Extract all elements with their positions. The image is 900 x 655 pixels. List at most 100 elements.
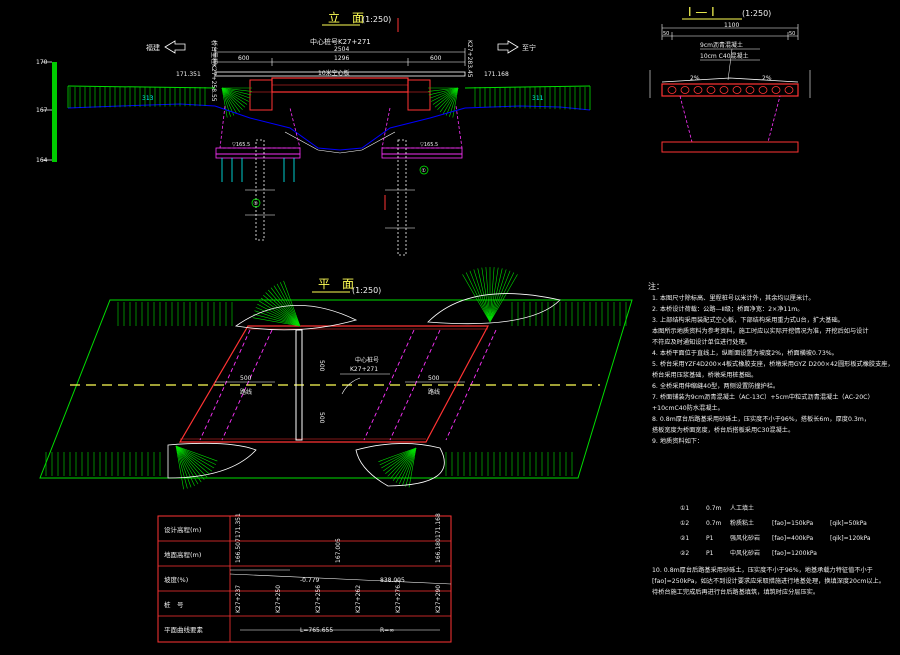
- section-width: 1100: [724, 22, 739, 29]
- riverbed-line: [284, 131, 396, 154]
- note-line: 桥台采用压浆基础，桥墩采用桩基础。: [652, 371, 757, 379]
- svg-text:▽165.5: ▽165.5: [232, 142, 250, 148]
- svg-text:▽165.5: ▽165.5: [420, 142, 438, 148]
- table-cell: L=765.655: [300, 627, 333, 634]
- right-stake-label: K27+283.45: [466, 40, 473, 78]
- borehole-right: ①: [385, 139, 429, 256]
- left-side-num: 313: [142, 95, 154, 102]
- note-line: 4. 本桥平面位于直线上，纵断面设置为坡度2%，桥面横坡0.73%。: [652, 349, 838, 357]
- table-cell: K27+250: [275, 585, 282, 613]
- svg-text:福建: 福建: [146, 43, 160, 52]
- plan-dim-b: 500: [428, 375, 440, 382]
- plan-scale: (1:250): [352, 286, 381, 295]
- section-title: I — I: [688, 5, 715, 19]
- direction-arrow-left: 福建: [146, 40, 186, 54]
- notes-header: 注：: [648, 281, 664, 291]
- ground-profile: [214, 105, 466, 151]
- geo-mark: ①1: [680, 505, 689, 512]
- plan-cone-top-left: [252, 280, 301, 327]
- plan-dim-a: 500: [240, 375, 252, 382]
- table-row-label: 设计高程(m): [164, 525, 201, 534]
- note-line: 搭板宽度为桥面宽度，桥台后搭板采用C30混凝土。: [652, 426, 794, 434]
- geo-name: 0.7m: [706, 520, 722, 527]
- geo-val1: [fao]=150kPa: [772, 520, 813, 527]
- note-line: [fao]=250kPa，如达不到设计要求应采取措施进行地基处理，换填深度20c…: [652, 577, 885, 585]
- note-line: 1. 本图尺寸除标高、里程桩号以米计外，其余均以厘米计。: [652, 294, 815, 302]
- note-line: 3. 上部结构采用装配式空心板，下部结构采用重力式U台，扩大基础。: [652, 316, 844, 324]
- svg-text:至宁: 至宁: [522, 43, 536, 52]
- direction-arrow-right: 至宁: [497, 40, 536, 54]
- table-row-label: 坡度(%): [164, 575, 188, 584]
- right-hatch: [474, 87, 586, 110]
- abutment-foundation-left: ▽165.5: [215, 105, 301, 159]
- geo-val1: [fao]=1200kPa: [772, 550, 817, 557]
- pavement-note-b: 10cm C40混凝土: [700, 52, 749, 60]
- geo-val1: [fao]=400kPa: [772, 535, 813, 542]
- geo-val2: [qik]=50kPa: [830, 520, 867, 527]
- table-cell: -0.779: [300, 577, 320, 584]
- note-line: 10. 0.8m厚台后路基采用砂砾土，压实度不小于96%，地基承载力特征值不小于: [652, 566, 873, 574]
- note-line: 8. 0.8m厚台后路基采用砂砾土，压实度不小于96%，搭板长6m，厚度0.3m…: [652, 415, 870, 423]
- slab-label: 10米空心板: [318, 69, 350, 77]
- dim-mid: 1296: [334, 55, 349, 62]
- right-side-num: 311: [532, 95, 544, 102]
- note-line: 7. 桥面铺装为9cm沥青混凝土（AC-13C）+5cm中粒式沥青混凝土（AC-…: [652, 393, 874, 401]
- scale-label-mid: 167: [36, 107, 48, 114]
- table-cell: K27+276.2: [395, 579, 402, 613]
- slope-right: 2%: [762, 75, 772, 82]
- geo-name: P1: [706, 535, 714, 542]
- left-stake-label: 桥台里程K27+258.55: [210, 40, 218, 102]
- left-elev: 171.351: [176, 71, 201, 78]
- geo-name: 0.7m: [706, 505, 722, 512]
- plan-abutment-lines: [199, 329, 497, 441]
- total-span-dim: 2504: [334, 46, 349, 53]
- left-piles: [221, 158, 295, 182]
- elevation-title: 立 面: [328, 10, 364, 25]
- geo-name: P1: [706, 550, 714, 557]
- plan-title: 平 面: [318, 277, 354, 291]
- note-line: 6. 全桥采用伸缩缝40型，两侧设置防撞护栏。: [652, 382, 779, 390]
- right-cone-fan: [428, 87, 459, 118]
- plan-center-station: K27+271: [350, 366, 378, 373]
- table-row-label: 桩 号: [164, 600, 184, 609]
- left-cone-fan: [221, 87, 252, 118]
- abutment-foundation-right: ▽165.5: [381, 105, 463, 159]
- table-cell: K27+290: [435, 585, 442, 613]
- table-cell: 171.351: [235, 513, 242, 538]
- notes-block: 注： 1. 本图尺寸除标高、里程桩号以米计外，其余均以厘米计。2. 本桥设计荷载…: [648, 281, 894, 596]
- table-cell: 838.005: [380, 577, 405, 584]
- table-cell: 166.507: [235, 538, 242, 563]
- geo-mark: ②2: [680, 550, 689, 557]
- geo-desc: 中风化砂岩: [730, 549, 760, 557]
- note-line: 待桥台施工完成后再进行台后路基填筑，填筑时应分层压实。: [652, 588, 819, 596]
- pavement-note-a: 9cm沥青混凝土: [700, 41, 743, 49]
- table-cell: K27+237: [235, 585, 242, 613]
- bridge-deck: 10米空心板: [214, 69, 466, 111]
- note-line: 不符应及时通知设计单位进行处理。: [652, 338, 751, 346]
- plan-cone-bottom-left: [175, 445, 218, 490]
- geo-val2: [qik]=120kPa: [830, 535, 871, 542]
- elevation-scale: (1:250): [362, 15, 391, 24]
- geo-mark: ②1: [680, 535, 689, 542]
- section-slab: [661, 83, 799, 97]
- section-dim-right: 50: [789, 31, 795, 37]
- center-station-label: 中心桩号K27+271: [310, 37, 371, 46]
- plan-bridge-deck: [178, 325, 490, 443]
- table-cell: K27+262: [355, 585, 362, 613]
- section-hollow-cells: [667, 86, 794, 94]
- table-row-label: 平面曲线要素: [164, 625, 204, 634]
- road-outline: [39, 299, 633, 479]
- right-elev: 171.168: [484, 71, 509, 78]
- table-row-label: 地面高程(m): [164, 550, 201, 559]
- elevation-dimensions: [214, 48, 466, 66]
- plan-dim-c: 500: [318, 360, 325, 372]
- plan-lane-left: 路线: [240, 388, 252, 396]
- scale-label-bot: 164: [36, 157, 48, 164]
- table-cell: 166.180: [435, 538, 442, 563]
- note-line: +10cmC40防水混凝土。: [652, 404, 724, 412]
- section-view: I — I (1:250) 1100 50 50 9cm沥青混凝土 10cm C…: [649, 5, 811, 153]
- dim-left: 600: [238, 55, 250, 62]
- table-cell: K27+256: [315, 585, 322, 613]
